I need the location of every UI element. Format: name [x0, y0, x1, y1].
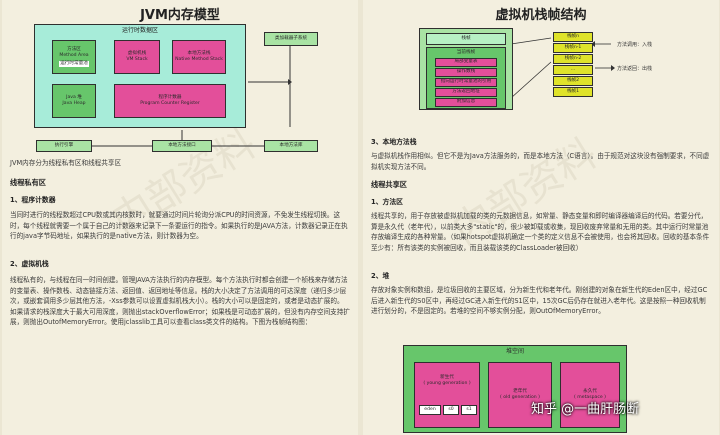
class-loader-box: 类加载器子系统 — [264, 32, 318, 46]
java-heap-box: Java 堆 Java Heap — [52, 84, 96, 118]
exec-engine-label: 执行引擎 — [54, 143, 74, 149]
old-gen-en: ( old generation ) — [500, 395, 540, 400]
native-iface-label: 本地方法接口 — [168, 143, 196, 149]
left-caption: JVM内存分为线程私有区和线程共享区 — [10, 159, 122, 167]
young-gen-en: ( young generation ) — [423, 380, 471, 386]
para-vm-stack: 线程私有的，与线程在同一时间创建。管理JAVA方法执行的内存模型。每个方法执行时… — [10, 276, 350, 327]
pop-label: 方法返回：出栈 — [617, 66, 653, 72]
frame-item-local-vars: 局部变量表 — [435, 57, 497, 67]
class-loader-label: 类加载器子系统 — [274, 36, 308, 42]
perm-gen-cn: 永久代 — [583, 389, 597, 395]
frame-item-constant-ref: 指向运行时常量池的引用 — [435, 77, 497, 87]
native-stack-cn: 本地方法栈 — [187, 51, 211, 57]
vm-stack-en: VM Stack — [126, 57, 148, 62]
s1-space: s1 — [461, 405, 477, 415]
para-native-stack: 与虚拟机栈作用相似。但它不是为Java方法服务的，而是本地方法（C语言）。由于规… — [371, 152, 710, 171]
left-page: 内部资料 JVM内存模型 运行时数据区 方法区 Method Area 运行时常… — [2, 0, 358, 435]
jvm-arrows — [92, 44, 292, 147]
stack-frame-dots: ... — [553, 65, 593, 75]
pc-en: Program Counter Register — [140, 101, 200, 106]
method-area-cn: 方法区 — [67, 47, 81, 53]
section-thread-shared: 线程共享区 — [371, 180, 407, 189]
frame-item-extra-info: 附加信息 — [435, 97, 497, 107]
young-gen-spaces: eden s0 s1 — [419, 405, 477, 415]
right-page: 内部资料 虚拟机栈帧结构 栈帧 当前栈帧 局部变量表 操作数栈 指向运行时常量池… — [363, 0, 719, 435]
runtime-area-label: 运行时数据区 — [121, 27, 158, 34]
perm-gen-en: ( metaspace ) — [574, 395, 606, 400]
vm-stack-box: 虚拟机栈 VM Stack — [114, 40, 160, 74]
native-library-box: 本地方法库 — [264, 140, 318, 152]
vm-stack-cn: 虚拟机栈 — [127, 51, 147, 57]
para-heap: 存放对象实例和数组，是垃圾回收的主要区域，分为新生代和老年代。刚创建的对象在新生… — [371, 286, 708, 316]
native-stack-en: Native Method Stack — [175, 57, 223, 62]
para-method-area: 线程共享的，用于存放被虚拟机加载的类的元数据信息，如常量、静态变量和即时编译器编… — [371, 212, 710, 252]
stack-frame-2: 栈帧2 — [553, 76, 593, 86]
frame-header: 栈帧 — [426, 33, 506, 45]
program-counter-box: 程序计数器 Program Counter Register — [114, 84, 226, 118]
stack-frame-1: 栈帧1 — [553, 87, 593, 97]
current-frame-label: 当前栈帧 — [456, 50, 476, 55]
method-area-en: Method Area — [59, 53, 89, 59]
heap-space: 堆空间 新生代 ( young generation ) eden s0 s1 … — [403, 345, 627, 433]
native-method-stack-box: 本地方法栈 Native Method Stack — [172, 40, 226, 74]
native-lib-label: 本地方法库 — [279, 143, 303, 149]
stack-frame-n: 栈帧n — [553, 32, 593, 42]
sub-heap: 2、堆 — [371, 272, 390, 280]
frame-item-operand-stack: 操作数栈 — [435, 67, 497, 77]
pc-cn: 程序计数器 — [158, 95, 182, 101]
push-label: 方法调用：入栈 — [617, 42, 653, 48]
jvm-diagram: 运行时数据区 方法区 Method Area 运行时常量池 虚拟机栈 VM St… — [32, 22, 328, 157]
heap-en: Java Heap — [62, 101, 86, 106]
young-gen-cn: 新生代 — [440, 375, 454, 380]
stack-frame-diagram: 栈帧 当前栈帧 局部变量表 操作数栈 指向运行时常量池的引用 方法返回地址 附加… — [413, 24, 709, 124]
sub-vm-stack: 2、虚拟机栈 — [10, 260, 49, 268]
frame-arrows — [510, 37, 615, 99]
frame-outer: 栈帧 当前栈帧 局部变量表 操作数栈 指向运行时常量池的引用 方法返回地址 附加… — [419, 28, 513, 110]
sub-method-area: 1、方法区 — [371, 198, 403, 206]
stack-frame-n-2: 栈帧n-2 — [553, 54, 593, 64]
zhihu-watermark: 知乎 @一曲肝肠断 — [531, 402, 640, 417]
current-frame: 当前栈帧 局部变量表 操作数栈 指向运行时常量池的引用 方法返回地址 附加信息 — [426, 47, 506, 109]
eden-space: eden — [419, 405, 441, 415]
execution-engine-box: 执行引擎 — [36, 140, 92, 152]
runtime-constant-pool: 运行时常量池 — [59, 60, 89, 67]
frame-item-return-addr: 方法返回地址 — [435, 87, 497, 97]
method-area-box: 方法区 Method Area 运行时常量池 — [52, 40, 96, 74]
heap-cn: Java 堆 — [66, 95, 82, 101]
s0-space: s0 — [443, 405, 459, 415]
left-title: JVM内存模型 — [140, 8, 220, 23]
sub-program-counter: 1、程序计数器 — [10, 196, 56, 204]
native-interface-box: 本地方法接口 — [152, 140, 212, 152]
para-program-counter: 当同时进行的线程数超过CPU数或其内核数时，就要通过时间片轮询分派CPU的时间资… — [10, 211, 348, 241]
old-gen-box: 老年代 ( old generation ) — [488, 362, 552, 428]
sub-native-stack: 3、本地方法栈 — [371, 138, 417, 146]
frame-stack: 栈帧n 栈帧n-1 栈帧n-2 ... 栈帧2 栈帧1 — [553, 32, 593, 97]
stack-frame-n-1: 栈帧n-1 — [553, 43, 593, 53]
section-thread-private: 线程私有区 — [10, 178, 46, 187]
heap-title: 堆空间 — [505, 348, 524, 355]
perm-gen-box: 永久代 ( metaspace ) — [560, 362, 620, 428]
young-gen-box: 新生代 ( young generation ) eden s0 s1 — [414, 362, 480, 428]
right-title: 虚拟机栈帧结构 — [495, 8, 587, 23]
old-gen-cn: 老年代 — [513, 389, 527, 395]
